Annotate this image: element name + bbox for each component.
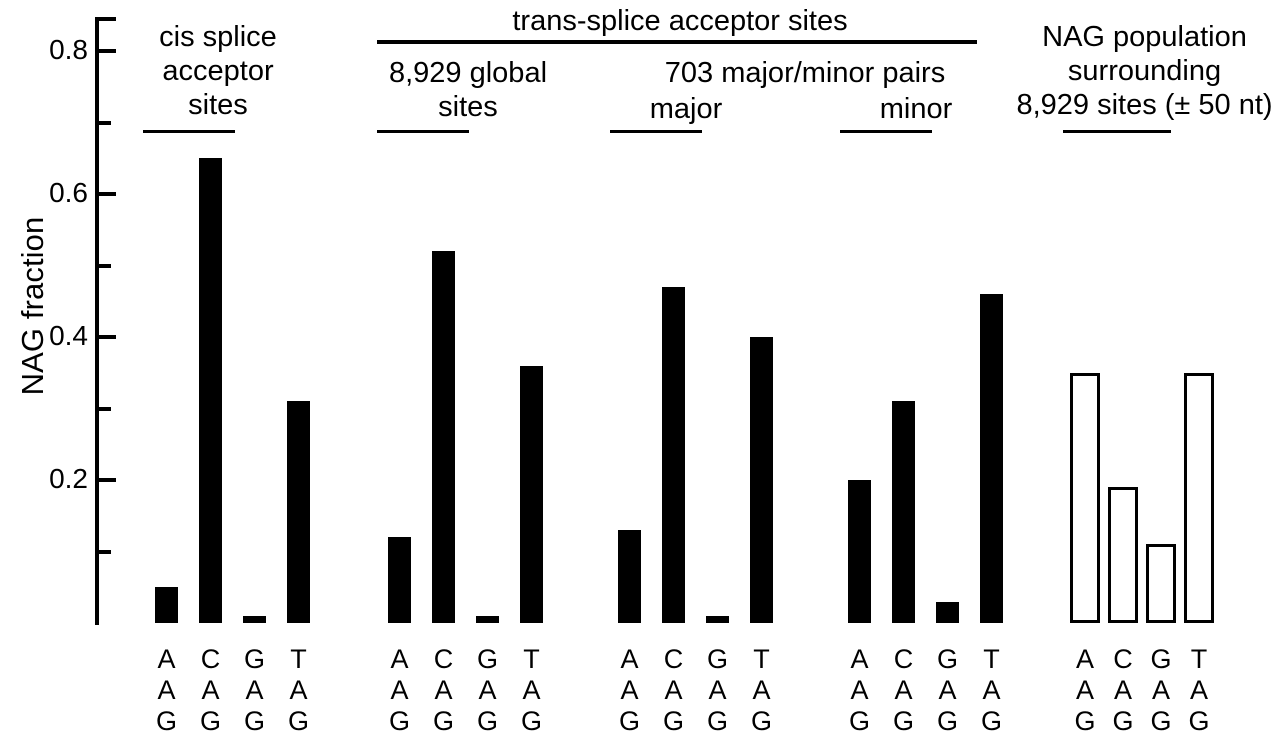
group-title-703-pairs-major: major <box>649 93 723 125</box>
y-tick-minor <box>99 120 111 125</box>
bar-8929-global-sites-GAG <box>476 615 499 623</box>
x-tick-label-cis-splice-acceptor-sites-GAG: G A G <box>243 644 265 736</box>
group-rule-nag-population-surrounding <box>1063 130 1171 133</box>
bar-703-pairs-minor-GAG <box>936 601 959 623</box>
x-tick-label-8929-global-sites-AAG: A A G <box>388 644 410 736</box>
y-axis-top-cap <box>99 17 116 21</box>
bar-cis-splice-acceptor-sites-AAG <box>155 587 178 623</box>
x-tick-label-703-pairs-minor-GAG: G A G <box>936 644 958 736</box>
y-tick-major <box>99 335 116 339</box>
bar-703-pairs-major-TAG <box>750 337 773 623</box>
x-tick-label-8929-global-sites-TAG: T A G <box>520 644 542 736</box>
group-rule-703-pairs-major <box>610 130 702 133</box>
x-tick-label-nag-population-surrounding-GAG: G A G <box>1150 644 1172 736</box>
x-tick-label-703-pairs-minor-CAG: C A G <box>892 644 914 736</box>
bar-703-pairs-major-CAG <box>662 286 685 623</box>
x-tick-label-cis-splice-acceptor-sites-CAG: C A G <box>199 644 221 736</box>
y-tick-major <box>99 49 116 53</box>
group-rule-8929-global-sites <box>377 130 469 133</box>
x-tick-label-cis-splice-acceptor-sites-AAG: A A G <box>155 644 177 736</box>
x-tick-label-703-pairs-minor-AAG: A A G <box>848 644 870 736</box>
y-tick-minor <box>99 406 111 411</box>
bar-nag-population-surrounding-CAG <box>1108 487 1138 623</box>
group-title-nag-population-surrounding: NAG population surrounding 8,929 sites (… <box>1016 21 1273 121</box>
y-tick-label: 0.8 <box>49 34 88 65</box>
y-tick-minor <box>99 549 111 554</box>
x-tick-label-703-pairs-major-TAG: T A G <box>750 644 772 736</box>
bar-703-pairs-major-GAG <box>706 615 729 623</box>
x-tick-label-703-pairs-minor-TAG: T A G <box>980 644 1002 736</box>
x-tick-label-703-pairs-major-GAG: G A G <box>706 644 728 736</box>
x-tick-label-nag-population-surrounding-CAG: C A G <box>1112 644 1134 736</box>
group-rule-703-pairs-minor <box>840 130 932 133</box>
y-tick-label: 0.6 <box>49 177 88 208</box>
y-tick-label: 0.4 <box>49 320 88 351</box>
y-tick-major <box>99 192 116 196</box>
x-tick-label-8929-global-sites-CAG: C A G <box>432 644 454 736</box>
trans-splice-span-title: trans-splice acceptor sites <box>512 5 848 37</box>
y-tick-minor <box>99 263 111 268</box>
x-tick-label-cis-splice-acceptor-sites-TAG: T A G <box>287 644 309 736</box>
group-title-cis-splice-acceptor-sites: cis splice acceptor sites <box>159 21 277 121</box>
y-axis-line <box>95 17 99 625</box>
bar-cis-splice-acceptor-sites-GAG <box>243 615 266 623</box>
bar-nag-population-surrounding-GAG <box>1146 544 1176 623</box>
group-title-8929-global-sites: 8,929 global sites <box>388 57 548 123</box>
bar-703-pairs-minor-CAG <box>892 401 915 623</box>
x-tick-label-703-pairs-major-AAG: A A G <box>618 644 640 736</box>
bar-8929-global-sites-TAG <box>520 365 543 623</box>
x-tick-label-8929-global-sites-GAG: G A G <box>476 644 498 736</box>
bar-703-pairs-major-AAG <box>618 530 641 623</box>
group-title-703-pairs-minor: minor <box>879 93 953 125</box>
trans-splice-span-rule <box>377 40 977 44</box>
bar-nag-population-surrounding-TAG <box>1184 372 1214 623</box>
bar-8929-global-sites-CAG <box>432 251 455 623</box>
y-tick-label: 0.2 <box>49 463 88 494</box>
bar-nag-population-surrounding-AAG <box>1070 372 1100 623</box>
pairs-title: 703 major/minor pairs <box>664 57 946 89</box>
group-rule-cis-splice-acceptor-sites <box>143 130 235 133</box>
bar-703-pairs-minor-AAG <box>848 480 871 623</box>
bar-8929-global-sites-AAG <box>388 537 411 623</box>
x-tick-label-nag-population-surrounding-TAG: T A G <box>1188 644 1210 736</box>
bar-703-pairs-minor-TAG <box>980 294 1003 623</box>
x-tick-label-703-pairs-major-CAG: C A G <box>662 644 684 736</box>
x-tick-label-nag-population-surrounding-AAG: A A G <box>1074 644 1096 736</box>
bar-cis-splice-acceptor-sites-TAG <box>287 401 310 623</box>
bar-cis-splice-acceptor-sites-CAG <box>199 158 222 623</box>
y-tick-major <box>99 478 116 482</box>
